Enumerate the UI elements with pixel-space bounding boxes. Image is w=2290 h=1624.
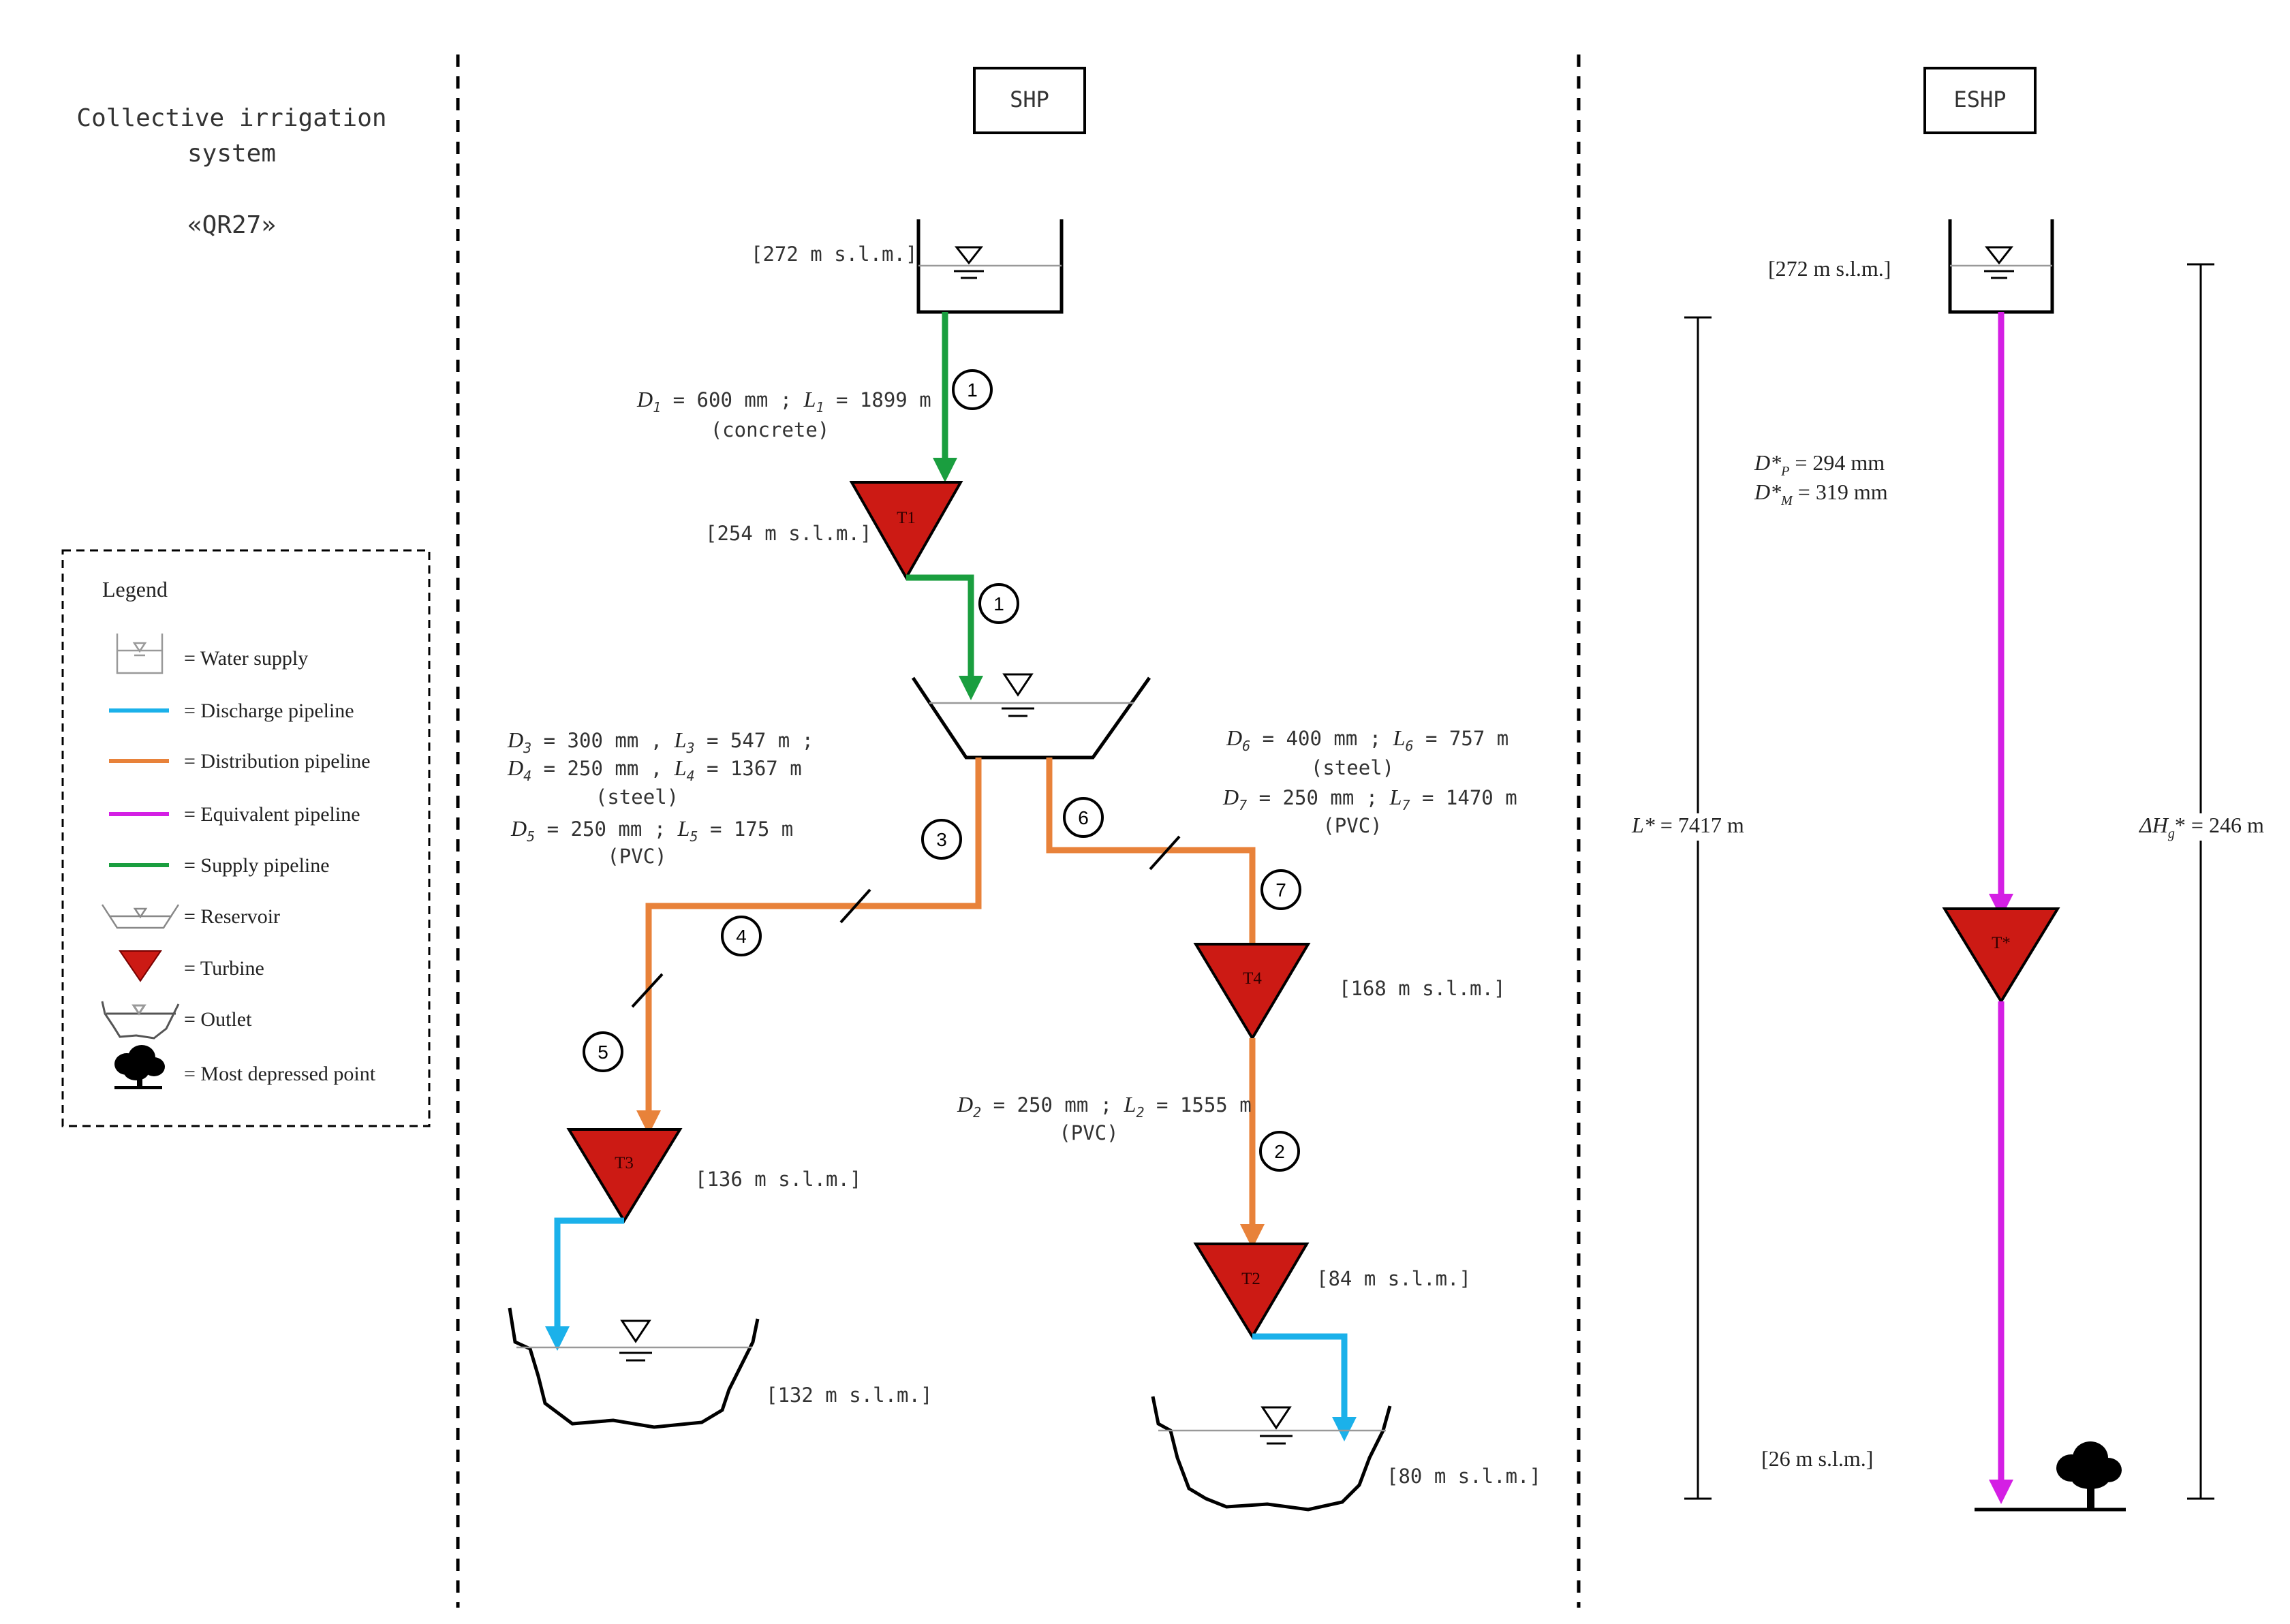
turbine-t4-label: T4 [1243,969,1262,988]
eshp-header: ESHP [1953,87,2006,112]
turbine-t2-label: T2 [1241,1270,1260,1288]
pipe-number: 1 [967,379,978,401]
pipe-number: 6 [1078,807,1089,828]
system-title-line1: Collective irrigation [76,104,386,132]
legend-label-supply: = Supply pipeline [184,854,330,877]
pipe2-spec: D2 = 250 mm ; L2 = 1555 m [957,1092,1252,1121]
shp-water-supply [916,219,1064,314]
svg-text:D5 = 250 mm ; L5 = 175 m: D5 = 250 mm ; L5 = 175 m [510,816,793,845]
pipe-number-circle [978,583,1019,624]
shp-outlet-right [1151,1396,1392,1512]
pipe-number: 3 [936,829,947,850]
equivalent-length-label: L* = 7417 m [1631,813,1744,837]
turbine-t4 [1193,943,1311,1041]
pipe-number: 7 [1275,879,1286,901]
turbine-icon [119,950,162,982]
discharge-pipe-right [1252,1333,1357,1441]
legend-title: Legend [102,577,168,602]
svg-text:(PVC): (PVC) [1322,814,1382,837]
shp-outlet-left [508,1307,760,1429]
pipe-number-circle [1260,869,1301,910]
pipe-break-mark [1149,835,1181,871]
legend-label-distribution: = Distribution pipeline [184,750,371,772]
eshp-bottom-elevation: [26 m s.l.m.] [1761,1446,1873,1471]
svg-text:D3 = 300 mm , L3 = 547 m ;: D3 = 300 mm , L3 = 547 m ; [507,728,814,756]
distribution-pipe-3-4-5 [636,758,982,1135]
pipe-number-circle [952,369,993,410]
svg-text:(steel): (steel) [595,785,679,809]
gross-head-label: ΔHg* = 246 m [2138,813,2264,841]
equivalent-diameter-m: D*M = 319 mm [1754,480,1888,508]
pipe-number-circle [721,916,762,956]
distribution-pipe-6-7 [1046,758,1265,973]
shp-header-box [973,67,1086,134]
pipe1-spec: D1 = 600 mm ; L1 = 1899 m [636,387,931,416]
outlet-left-elevation: [132 m s.l.m.] [766,1384,932,1407]
pipe-break-mark [839,888,871,924]
eshp-header-box [1923,67,2037,134]
svg-text:D7 = 250 mm ; L7 = 1470 m: D7 = 250 mm ; L7 = 1470 m [1222,785,1517,813]
pipe-number-circle [921,819,962,860]
system-code: «QR27» [187,211,276,239]
turbine-t3-label: T3 [615,1154,634,1172]
turbine-t2 [1193,1243,1310,1339]
pipe-number-circle [1259,1131,1300,1172]
reservoir-icon [101,904,180,929]
eshp-water-supply [1948,219,2054,314]
legend-label-most-depressed-point: = Most depressed point [184,1063,376,1085]
turbine-t-star [1942,907,2060,1004]
t3-elevation: [136 m s.l.m.] [695,1168,861,1191]
shp-header: SHP [1010,87,1049,112]
pipes-6-7-spec: D6 = 400 mm ; L6 = 757 m (steel) D7 = 25… [1222,725,1517,837]
outlet-icon [101,1001,180,1040]
pipe-number: 4 [736,926,747,947]
legend: Legend = Water supply = Discharge pipeli… [61,549,431,1127]
legend-label-equivalent: = Equivalent pipeline [184,803,360,826]
legend-label-reservoir: = Reservoir [184,905,280,928]
t4-elevation: [168 m s.l.m.] [1339,977,1505,1000]
pipe-number: 2 [1274,1141,1285,1162]
legend-box [61,549,431,1127]
svg-text:(steel): (steel) [1311,756,1394,779]
legend-label-water-supply: = Water supply [184,647,308,670]
turbine-t-star-label: T* [1992,934,2011,952]
pipe2-material: (PVC) [1059,1121,1118,1144]
shp-reservoir [911,673,1151,760]
length-dimension-line [1684,316,1712,1500]
turbine-t1 [849,481,963,581]
t2-elevation: [84 m s.l.m.] [1316,1267,1471,1290]
svg-text:(PVC): (PVC) [607,845,666,868]
pipe-break-mark [631,973,664,1008]
svg-text:D4 = 250 mm , L4 = 1367 m: D4 = 250 mm , L4 = 1367 m [507,755,802,784]
system-title-line2: system [187,140,276,168]
head-dimension-line [2187,263,2214,1500]
eshp-supply-elevation: [272 m s.l.m.] [1768,256,1891,281]
most-depressed-point-tree [2056,1441,2122,1508]
tree-icon [114,1045,165,1089]
outlet-right-elevation: [80 m s.l.m.] [1387,1465,1541,1488]
discharge-pipe-left [545,1217,624,1351]
turbine-t1-label: T1 [897,509,916,527]
supply-pipe-1b [906,574,983,700]
legend-label-turbine: = Turbine [184,957,264,980]
turbine-t3 [566,1128,683,1223]
equivalent-diameter-p: D*P = 294 mm [1754,450,1885,479]
pipe-number: 5 [598,1042,608,1063]
pipes-3-4-5-spec: D3 = 300 mm , L3 = 547 m ; D4 = 250 mm ,… [507,728,814,868]
shp-supply-elevation: [272 m s.l.m.] [751,243,917,266]
pipe1-material: (concrete) [711,418,830,441]
pipe-number-circle [1063,797,1104,838]
svg-text:D6 = 400 mm ; L6 = 757 m: D6 = 400 mm ; L6 = 757 m [1226,725,1508,754]
pipe-number-circle [583,1031,623,1072]
legend-label-discharge: = Discharge pipeline [184,700,354,722]
legend-label-outlet: = Outlet [184,1008,252,1031]
pipe-number: 1 [993,593,1004,614]
t1-elevation: [254 m s.l.m.] [705,522,871,545]
water-supply-icon [116,634,164,674]
